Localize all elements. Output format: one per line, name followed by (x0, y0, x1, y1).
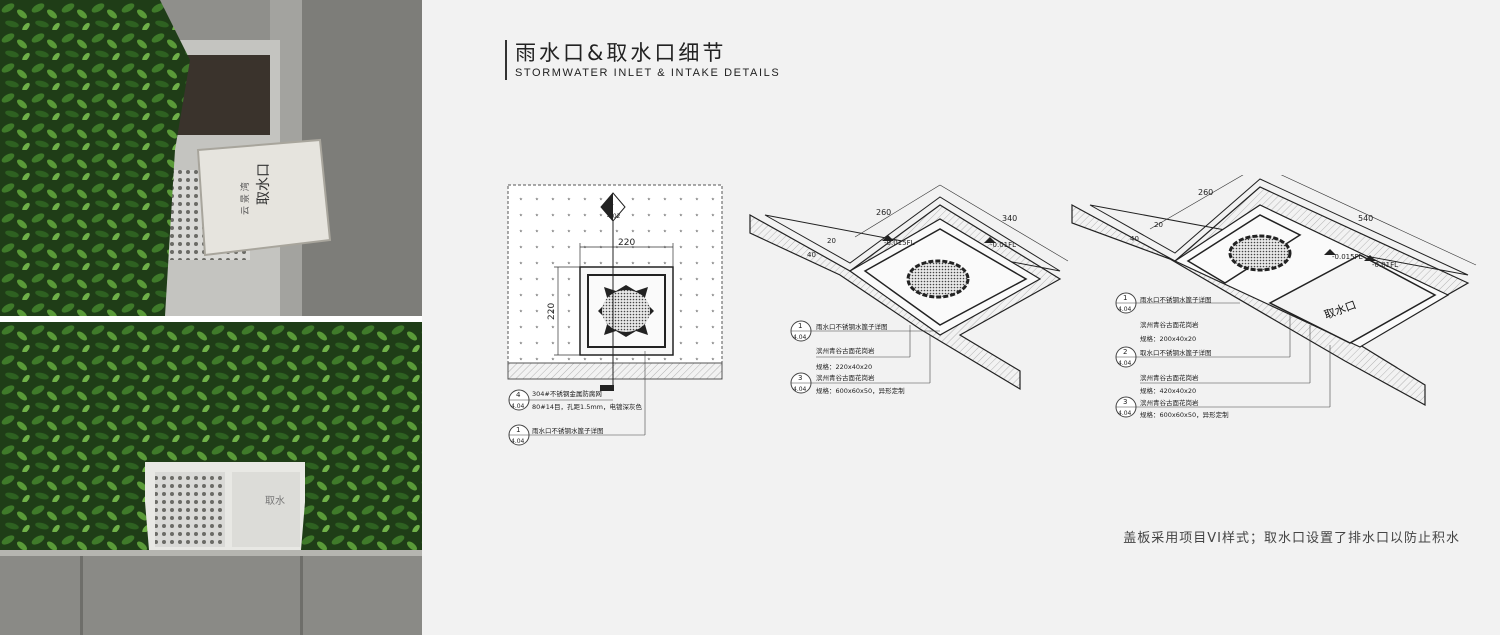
iso1-dim-a: 260 (876, 208, 891, 217)
isometric-view-inlet: 260 340 20 40 -0.015FL -0.01FL 1 4.04 雨水… (749, 184, 1069, 395)
plan-dim-width: 220 (618, 238, 635, 248)
iso2-dim-d: 40 (1130, 235, 1139, 243)
plan-callout1-line2: 80#14目，孔距1.5mm，电镀深灰色 (532, 402, 642, 411)
iso1-callout3-ref: 4.04 (793, 386, 807, 393)
iso2-callout3-line2: 规格：600x60x50，异形定制 (1140, 410, 1229, 419)
iso1-callout1-line1: 雨水口不锈钢水篦子详图 (816, 322, 888, 331)
iso2-note-a1: 滨州青谷古面花岗岩 (1140, 320, 1199, 329)
iso2-callout3-ref: 4.04 (1118, 410, 1132, 417)
iso2-callout1-line1: 雨水口不锈钢水篦子详图 (1140, 295, 1212, 304)
photo-cover-sublabel: 云 景 湾 (239, 182, 251, 215)
photo-column: 取水口 云 景 湾 取水 (0, 0, 422, 635)
iso1-dim-c: 20 (827, 237, 836, 245)
plan-callout2-line1: 雨水口不锈钢水篦子详图 (532, 426, 604, 435)
plan-dim-height: 220 (547, 303, 557, 320)
iso2-note-b1: 滨州青谷古面花岗岩 (1140, 373, 1199, 382)
iso2-callout3-num: 3 (1123, 398, 1127, 406)
caption-text: 盖板采用项目VI样式；取水口设置了排水口以防止积水 (1123, 531, 1460, 546)
iso2-dim-c: 20 (1154, 221, 1163, 229)
iso2-dim-b: 540 (1358, 214, 1373, 223)
iso1-level: -0.015FL (884, 239, 915, 247)
plan-callout1-num: 4 (516, 391, 521, 399)
plan-view: 220 220 4 4.02 4 4.04 304#不锈钢金属防腐网 80#14… (507, 184, 723, 446)
iso2-callout2-num: 2 (1123, 348, 1127, 356)
iso2-callout2-ref: 4.04 (1118, 360, 1132, 367)
iso2-note-a2: 规格：200x40x20 (1140, 334, 1196, 343)
plan-callout1-ref: 4.04 (511, 403, 525, 410)
isometric-view-inlet-intake: 取水口 260 540 20 40 -0.015FL -0.01FL 1 4.0… (1071, 175, 1477, 419)
iso1-callout3-line1: 滨州青谷古面花岗岩 (816, 373, 875, 382)
page-subtitle: Stormwater inlet & Intake details (515, 67, 781, 79)
iso1-callout1-ref: 4.04 (793, 334, 807, 341)
iso1-level2: -0.01FL (990, 241, 1016, 249)
photo-covers-in-hedge: 取水 (0, 322, 422, 635)
page-title: 雨水口&取水口细节 (515, 41, 727, 65)
plan-top-callout-ref: 4.02 (607, 213, 621, 220)
iso2-level: -0.015FL (1332, 253, 1363, 261)
iso1-callout3-line2: 规格：600x60x50，异形定制 (816, 386, 905, 395)
iso2-note-b2: 规格：420x40x20 (1140, 386, 1196, 395)
plan-callout2-ref: 4.04 (511, 438, 525, 445)
iso2-level2: -0.01FL (1372, 261, 1398, 269)
iso2-callout3-line1: 滨州青谷古面花岗岩 (1140, 398, 1199, 407)
photo-cover-label-2: 取水 (265, 495, 285, 507)
iso1-callout1-num: 1 (798, 322, 802, 330)
plan-callout2-num: 1 (516, 426, 520, 434)
detail-drawings: ٭ 220 220 4 4.02 4 4 (507, 175, 1477, 446)
iso2-callout1-ref: 4.04 (1118, 306, 1132, 313)
photo-intake-cover-open: 取水口 云 景 湾 (0, 0, 422, 316)
iso2-callout2-line1: 取水口不锈钢水篦子详图 (1140, 348, 1212, 357)
iso1-dim-d: 40 (807, 251, 816, 259)
iso2-dim-a: 260 (1198, 188, 1213, 197)
photo-cover-label: 取水口 (256, 163, 272, 205)
iso1-note-a2: 规格：220x40x20 (816, 362, 872, 371)
plan-top-callout-num: 4 (610, 201, 614, 208)
iso1-callout3-num: 3 (798, 374, 802, 382)
iso1-dim-b: 340 (1002, 214, 1017, 223)
title-block: 雨水口&取水口细节 Stormwater inlet & Intake deta… (505, 40, 780, 80)
iso2-callout1-num: 1 (1123, 294, 1127, 302)
plan-callout1-line1: 304#不锈钢金属防腐网 (532, 389, 602, 398)
iso1-note-a1: 滨州青谷古面花岗岩 (816, 346, 875, 355)
